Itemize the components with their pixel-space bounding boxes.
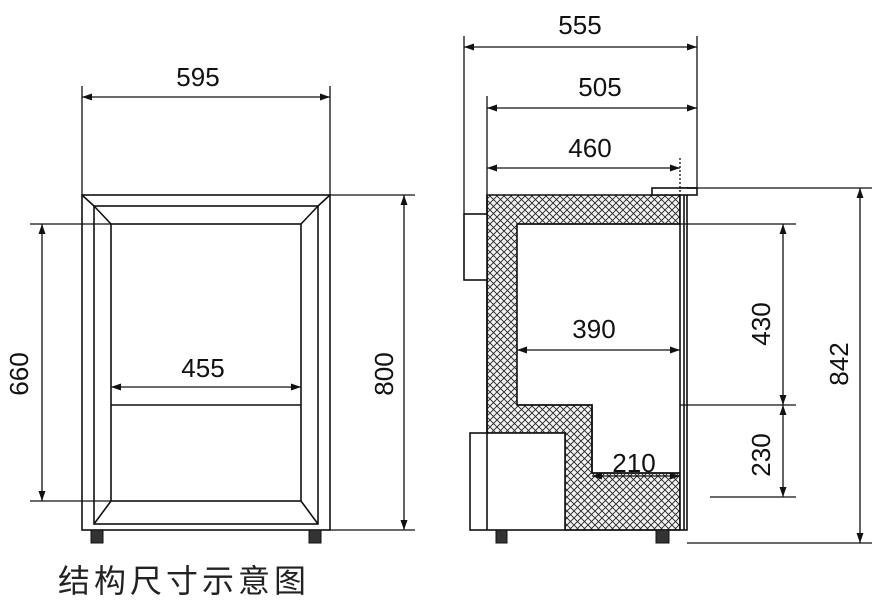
dim-label-800: 800 [369, 352, 399, 395]
front-dim-labels: 595 455 660 800 [4, 62, 399, 396]
dim-label-505: 505 [578, 72, 621, 102]
dim-label-230: 230 [746, 433, 776, 476]
side-foot-right [655, 529, 670, 544]
front-view [81, 194, 331, 544]
front-foot-left [90, 529, 104, 544]
dim-label-660: 660 [4, 352, 34, 395]
front-inner-opening [110, 223, 302, 502]
dim-label-390: 390 [572, 314, 615, 344]
side-dim-labels: 555 505 460 390 210 430 230 842 [558, 10, 854, 478]
side-compressor-box [469, 432, 566, 531]
front-dimensions [30, 86, 415, 531]
front-door-frame [93, 205, 319, 525]
dim-label-460: 460 [568, 133, 611, 163]
dim-label-455: 455 [181, 353, 224, 383]
dim-label-210: 210 [612, 448, 655, 478]
dim-label-430: 430 [746, 302, 776, 345]
front-foot-right [308, 529, 322, 544]
side-view [463, 187, 698, 544]
side-rear-panel [463, 213, 488, 281]
dim-label-842: 842 [824, 342, 854, 385]
side-foot-left [495, 529, 508, 544]
dim-label-595: 595 [176, 62, 219, 92]
front-outer-frame [81, 194, 331, 531]
side-dimensions [463, 36, 872, 544]
drawing-caption: 结构尺寸示意图 [58, 562, 311, 600]
dim-label-555: 555 [558, 10, 601, 40]
